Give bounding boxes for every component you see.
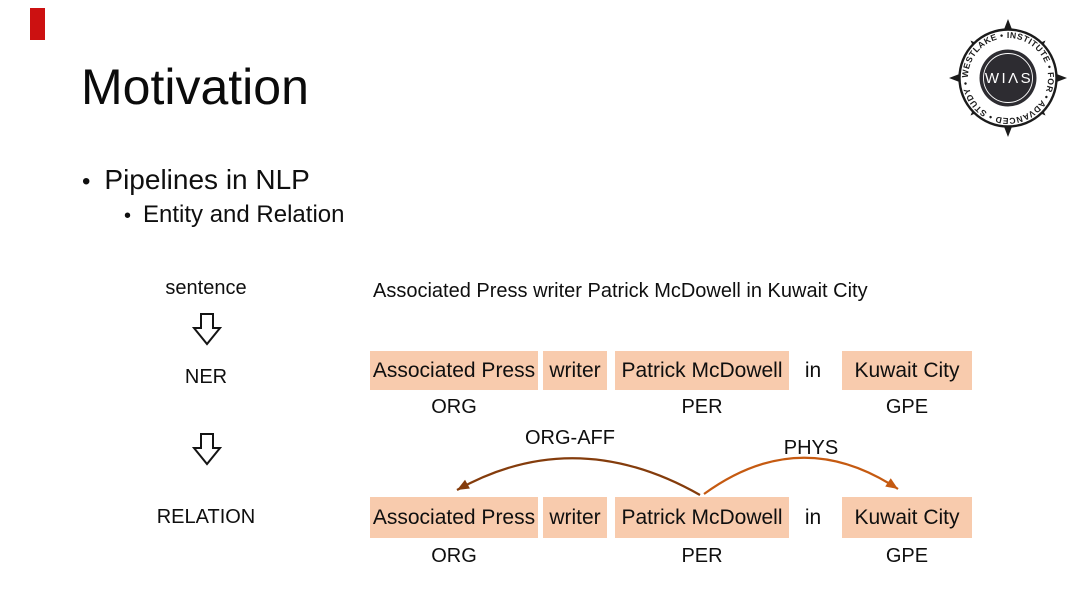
token-plain: in — [804, 505, 822, 529]
token-box: writer — [543, 351, 607, 390]
entity-label-per: PER — [681, 396, 723, 418]
token-box: Patrick McDowell — [615, 351, 789, 390]
bullet-label: Pipelines in NLP — [104, 164, 310, 195]
pipeline-step-sentence: sentence — [165, 277, 247, 299]
token-box: Kuwait City — [842, 351, 972, 390]
red-marker — [30, 8, 45, 40]
logo-monogram: WIΛS — [985, 70, 1033, 87]
logo-disc — [979, 49, 1037, 107]
relation-arc-phys — [703, 456, 899, 495]
arrowhead-icon — [457, 479, 470, 490]
bullet-icon: • — [124, 205, 132, 227]
token-plain: in — [804, 358, 822, 382]
entity-label-gpe: GPE — [885, 396, 929, 418]
ner-token-row: Associated Press writer Patrick McDowell… — [0, 351, 1080, 390]
pipeline-step-ner: NER — [184, 366, 228, 388]
sentence-text: Associated Press writer Patrick McDowell… — [373, 280, 868, 302]
wias-logo: WESTLAKE • INSTITUTE • FOR • ADVANCED • … — [949, 19, 1067, 137]
token-box: writer — [543, 497, 607, 538]
token-box: Kuwait City — [842, 497, 972, 538]
relation-arcs — [456, 456, 899, 496]
token-box: Associated Press — [370, 497, 538, 538]
down-arrow-icon — [192, 313, 222, 346]
entity-label-org: ORG — [431, 545, 477, 567]
bullet-item-entity-relation: • Entity and Relation — [124, 201, 344, 229]
bullet-icon: • — [82, 168, 91, 195]
logo-inner-ring — [983, 53, 1033, 103]
arrowhead-icon — [885, 478, 898, 489]
entity-label-per: PER — [681, 545, 723, 567]
entity-label-gpe: GPE — [885, 545, 929, 567]
relation-label-org-aff: ORG-AFF — [525, 427, 615, 449]
relation-arc-org-aff — [456, 457, 701, 496]
token-box: Patrick McDowell — [615, 497, 789, 538]
bullet-item-pipelines: • Pipelines in NLP — [82, 164, 310, 196]
bullet-label: Entity and Relation — [143, 201, 345, 228]
relation-label-phys: PHYS — [783, 437, 839, 459]
entity-label-org: ORG — [431, 396, 477, 418]
down-arrow-icon — [192, 433, 222, 466]
token-box: Associated Press — [370, 351, 538, 390]
pipeline-step-relation: RELATION — [156, 506, 256, 528]
relation-token-row: Associated Press writer Patrick McDowell… — [0, 497, 1080, 538]
slide-title: Motivation — [81, 59, 309, 115]
